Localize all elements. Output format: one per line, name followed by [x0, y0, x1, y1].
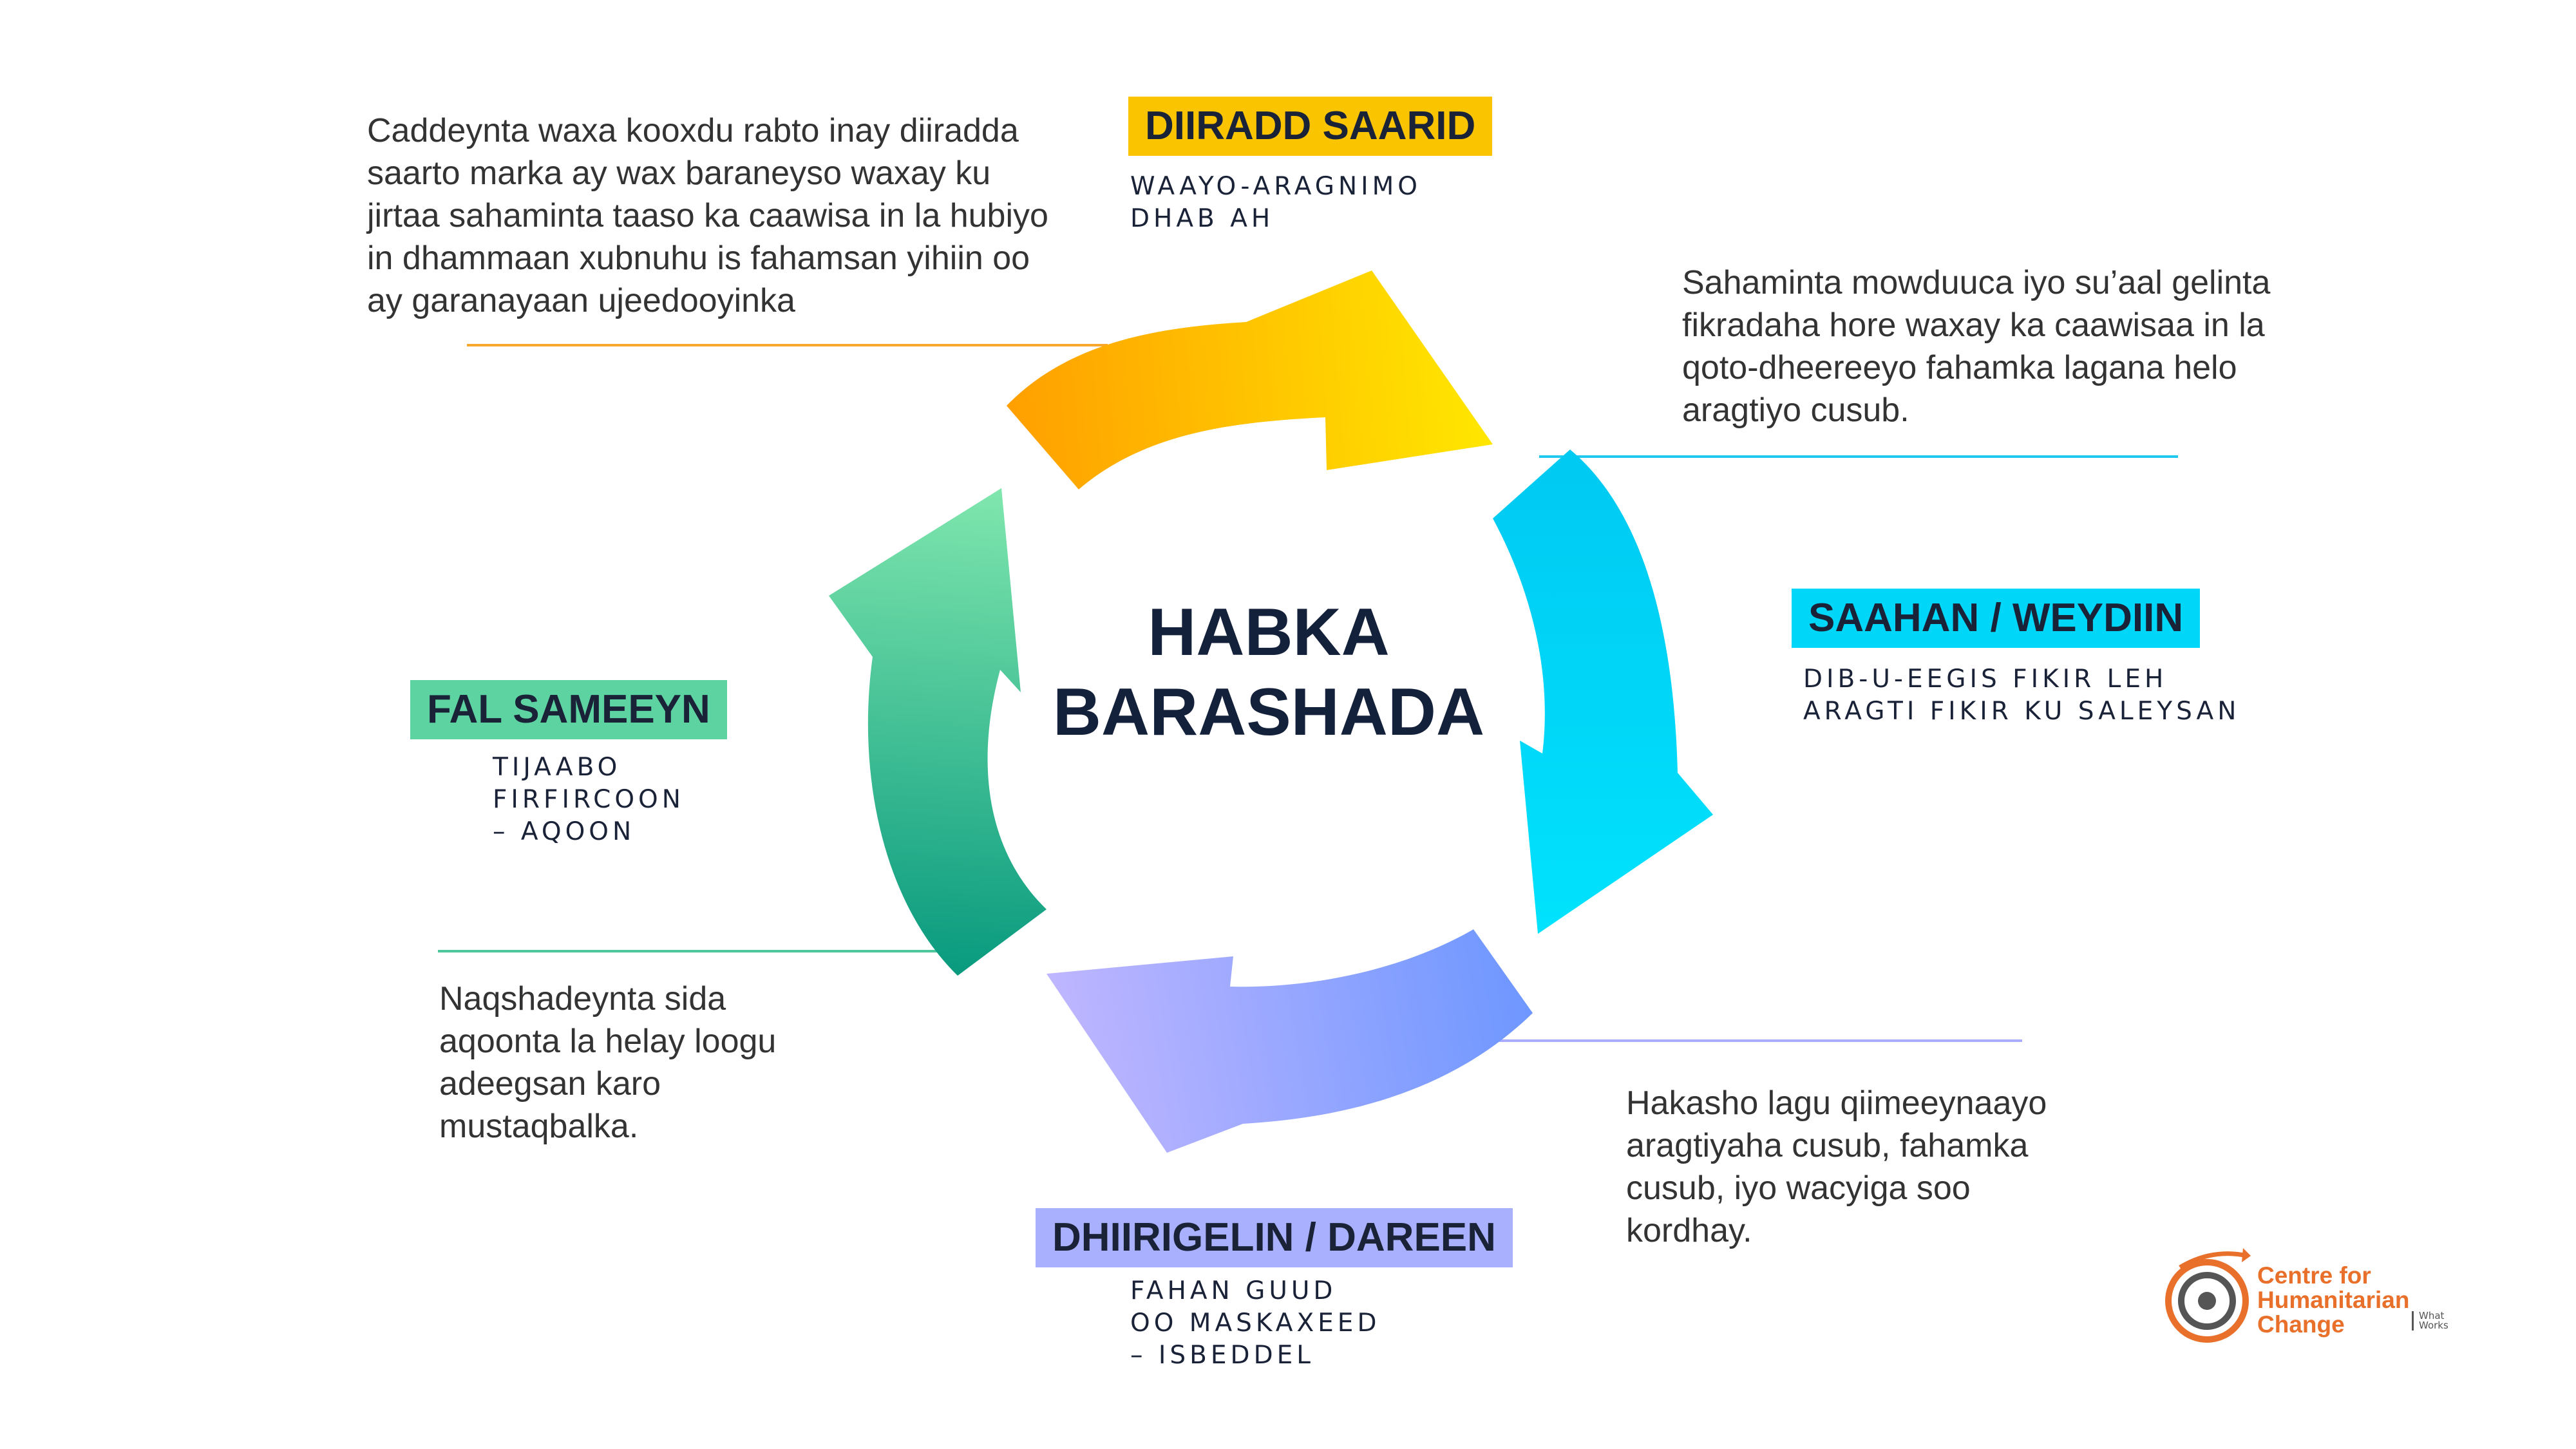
cycle-arrow-right: [1493, 450, 1713, 934]
chc-logo-icon: [2165, 1248, 2251, 1343]
stage-subtitle-reflect: FAHAN GUUD OO MASKAXEED – ISBEDDEL: [1130, 1276, 1381, 1370]
stage-description-reflect: Hakasho lagu qiimeeynaayo aragtiyaha cus…: [1626, 1084, 2047, 1249]
logo-tagline: What Works: [2412, 1311, 2448, 1331]
cycle-arrow-left: [829, 488, 1046, 976]
stage-title-explore: SAAHAN / WEYDIIN: [1792, 589, 2201, 648]
stage-subtitle-focus: WAAYO-ARAGNIMO DHAB AH: [1130, 172, 1421, 233]
stage-subtitle-explore: DIB-U-EEGIS FIKIR LEH ARAGTI FIKIR KU SA…: [1803, 665, 2240, 726]
stage-description-act: Naqshadeynta sida aqoonta la helay loogu…: [439, 980, 777, 1145]
stage-description-explore: Sahaminta mowduuca iyo su’aal gelinta fi…: [1682, 264, 2271, 429]
cycle-center-title: HABKA BARASHADA: [1052, 595, 1485, 750]
stage-subtitle-act: TIJAABO FIRFIRCOON – AQOON: [493, 753, 685, 846]
cycle-arrow-top: [1007, 270, 1493, 489]
logo-line-3: Change: [2257, 1311, 2345, 1338]
logo-line-1: Centre for: [2257, 1262, 2371, 1289]
stage-description-focus: Caddeynta waxa kooxdu rabto inay diiradd…: [367, 112, 1048, 319]
stage-title-focus: DIIRADD SAARID: [1128, 97, 1493, 156]
cycle-arrow-bottom: [1046, 929, 1533, 1153]
logo-line-2: Humanitarian: [2257, 1287, 2410, 1313]
chc-logo: Centre for Humanitarian Change What Work…: [2161, 1242, 2448, 1351]
stage-title-act: FAL SAMEEYN: [410, 680, 727, 739]
stage-title-reflect: DHIIRIGELIN / DAREEN: [1036, 1208, 1513, 1267]
